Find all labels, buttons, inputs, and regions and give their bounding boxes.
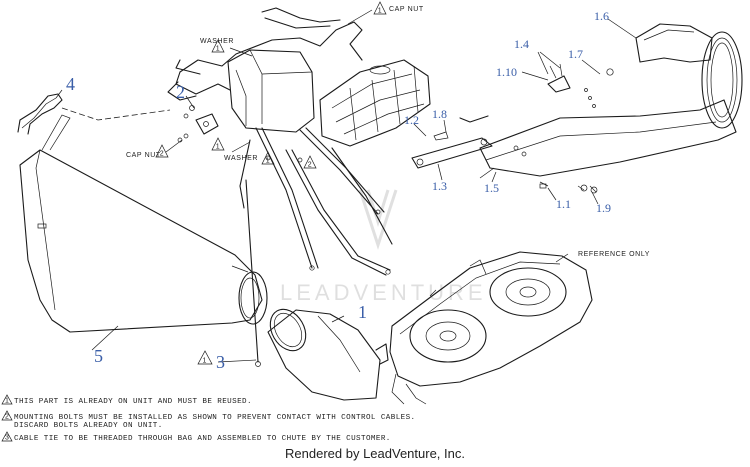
callout-3: 3 [216,352,225,372]
note-2a: MOUNTING BOLTS MUST BE INSTALLED AS SHOW… [14,414,416,422]
callout-1-4: 1.4 [514,37,529,51]
note-1: THIS PART IS ALREADY ON UNIT AND MUST BE… [14,398,252,406]
callout-1-3: 1.3 [432,179,447,193]
callout-1-1: 1.1 [556,197,571,211]
callout-5: 5 [94,346,103,366]
warning-triangle-icon [1,394,13,405]
lower-chute [267,308,389,401]
svg-text:1: 1 [378,8,383,15]
svg-text:1: 1 [5,398,10,405]
footer-credit: Rendered by LeadVenture, Inc. [285,446,465,461]
reference-only-label: REFERENCE ONLY [578,251,650,258]
warning-triangle-icon: 1 [261,151,275,165]
cap-nut-label-left: CAP NUT [126,152,161,159]
small-bracket [177,105,219,143]
svg-text:2: 2 [5,414,10,421]
warning-triangle-icon: 1 [373,1,387,15]
svg-text:1: 1 [266,158,271,165]
callout-1-5: 1.5 [484,181,499,195]
svg-text:1: 1 [203,358,208,365]
svg-text:2: 2 [308,162,313,169]
washer-label-bottom: WASHER [224,155,258,162]
assembly-notes: 1 THIS PART IS ALREADY ON UNIT AND MUST … [1,394,416,443]
mount-bracket-assembly [167,7,393,276]
warning-triangle-icon: 1 [197,350,213,365]
note-3: CABLE TIE TO BE THREADED THROUGH BAG AND… [14,435,391,443]
callout-1-10: 1.10 [496,65,517,79]
callout-2: 2 [176,82,185,102]
callout-1-7: 1.7 [568,47,583,61]
grass-bag [19,114,268,333]
warning-triangle-icon: 1 [211,137,225,151]
svg-text:1: 1 [216,46,221,53]
washer-label-top: WASHER [200,38,234,45]
warning-triangle-icon: 1 [211,39,225,53]
mower-deck [389,251,593,405]
warning-triangle-icon [1,431,13,442]
svg-text:1: 1 [216,144,221,151]
svg-text:3: 3 [5,435,10,442]
deflector-housing [319,59,431,147]
chute-assembly [411,23,743,194]
callout-1-9: 1.9 [596,201,611,215]
callout-1-6: 1.6 [594,9,609,23]
callout-1: 1 [358,302,367,322]
bag-frame [17,93,171,135]
leader-lines [55,9,637,363]
svg-text:2: 2 [160,151,165,158]
warning-triangle-icon: 2 [155,144,169,158]
cable-tie [245,179,261,367]
callout-1-8: 1.8 [432,107,447,121]
warning-triangle-icon [1,410,13,421]
callout-4: 4 [66,74,75,94]
callout-1-2: 1.2 [404,113,419,127]
cap-nut-label-top: CAP NUT [389,6,424,13]
warning-triangles: 1 1 2 1 2 1 1 [155,1,387,365]
warning-triangle-icon: 2 [303,155,317,169]
note-2b: DISCARD BOLTS ALREADY ON UNIT. [14,422,163,430]
